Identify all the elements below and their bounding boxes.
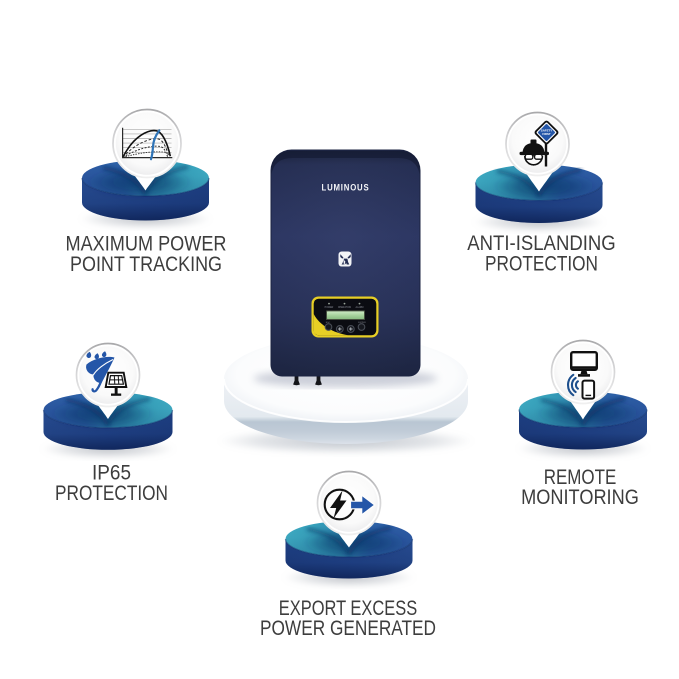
- svg-text:PROTECTION: PROTECTION: [55, 481, 168, 505]
- svg-text:POWER GENERATED: POWER GENERATED: [260, 616, 436, 640]
- svg-text:ALARM: ALARM: [356, 306, 364, 309]
- svg-text:POINT TRACKING: POINT TRACKING: [70, 252, 222, 276]
- svg-text:PROTECTION: PROTECTION: [485, 252, 598, 276]
- svg-text:MONITORING: MONITORING: [521, 485, 639, 509]
- svg-text:OPERATION: OPERATION: [338, 306, 352, 309]
- svg-text:SAFETY: SAFETY: [541, 129, 552, 133]
- svg-text:EXPORT EXCESS: EXPORT EXCESS: [279, 596, 418, 620]
- svg-text:LUMINOUS: LUMINOUS: [322, 183, 370, 194]
- svg-text:MAXIMUM POWER: MAXIMUM POWER: [66, 232, 227, 256]
- svg-text:POWER: POWER: [325, 307, 334, 309]
- svg-text:ESC: ESC: [326, 322, 331, 324]
- svg-text:ENTER: ENTER: [358, 322, 366, 324]
- svg-text:FIRST: FIRST: [542, 132, 551, 136]
- svg-text:REMOTE: REMOTE: [544, 465, 617, 489]
- svg-text:ANTI-ISLANDING: ANTI-ISLANDING: [467, 231, 616, 255]
- svg-text:IP65: IP65: [92, 461, 131, 485]
